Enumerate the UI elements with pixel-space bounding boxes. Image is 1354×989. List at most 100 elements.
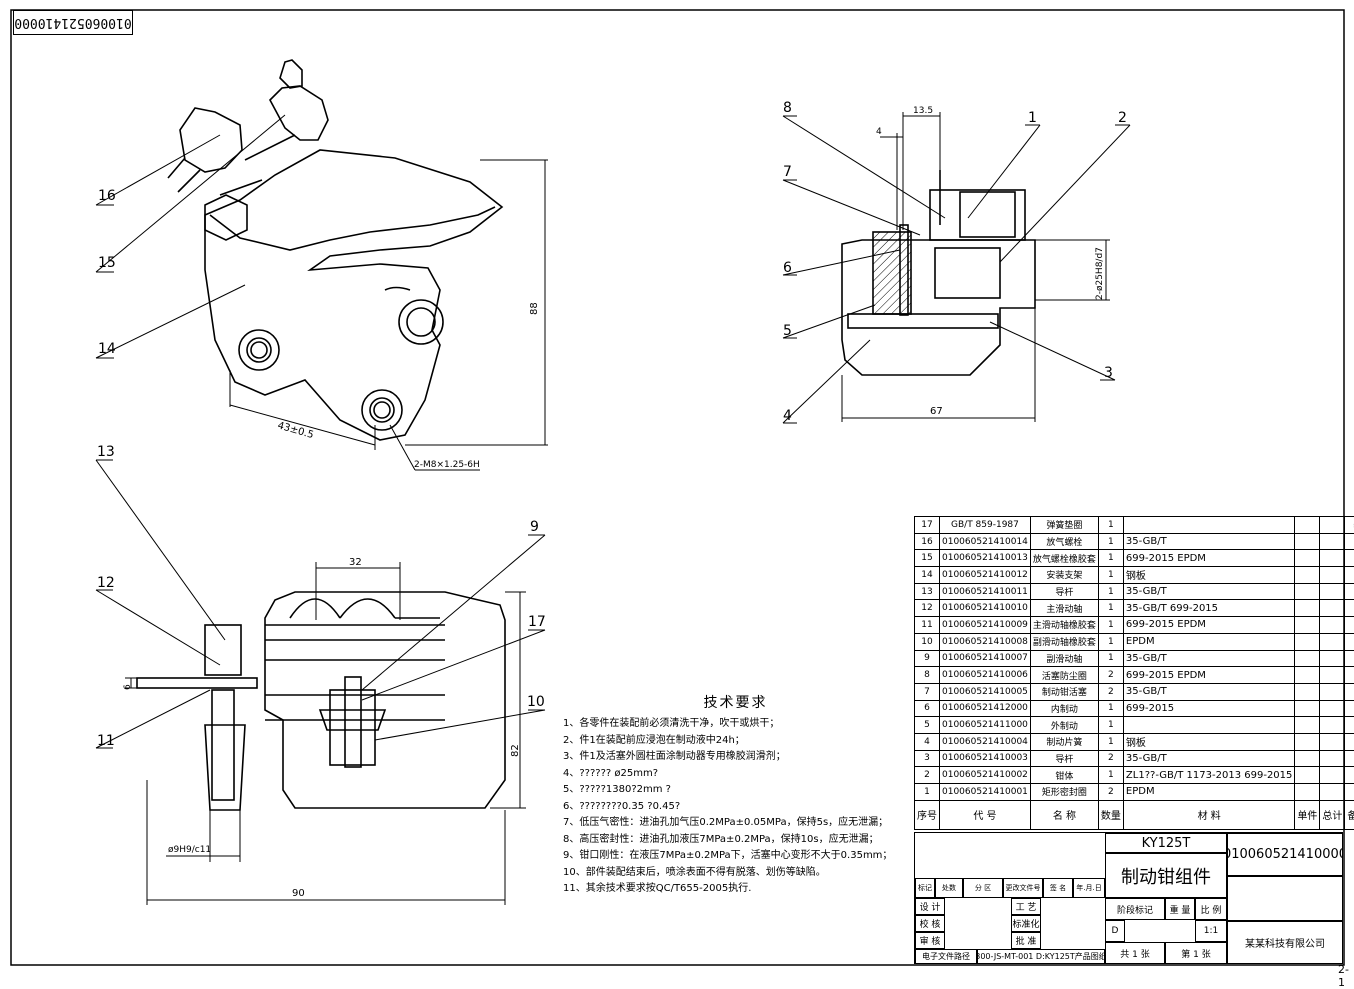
- rev-label: 标记: [915, 878, 935, 898]
- bom-cell-name: 主滑动轴橡胶套: [1030, 617, 1098, 634]
- bom-cell-mat: 35-GB/T: [1123, 683, 1294, 700]
- bom-cell-code: 010060521410007: [940, 650, 1031, 667]
- bom-cell-weight: [1320, 633, 1345, 650]
- sheets-total: 共 1 张: [1105, 942, 1165, 964]
- bom-cell-weight: [1320, 667, 1345, 684]
- bom-cell-name: 制动片簧: [1030, 733, 1098, 750]
- scale-value: 1:1: [1195, 920, 1227, 942]
- bom-cell-note: ø8: [1345, 517, 1354, 534]
- bom-cell-no: 3: [915, 750, 940, 767]
- bom-cell-weight: [1320, 567, 1345, 584]
- role-review: 审 核: [915, 932, 945, 949]
- bom-cell-mat: 699-2015 EPDM: [1123, 667, 1294, 684]
- bom-cell-no: 17: [915, 517, 940, 534]
- callout-2: 2: [1118, 110, 1127, 126]
- bom-cell-mat: [1123, 517, 1294, 534]
- bom-cell-no: 1: [915, 784, 940, 801]
- bom-cell-mat: 35-GB/T: [1123, 750, 1294, 767]
- leaders-view2: [783, 116, 1130, 423]
- bom-cell-weight: [1320, 600, 1345, 617]
- dim-88-label: 88: [529, 302, 540, 315]
- bom-cell-mat: 35-GB/T: [1123, 650, 1294, 667]
- dim-thread-label: 2-M8×1.25-6H: [414, 460, 480, 470]
- requirement-item: 10、部件装配结束后，喷涂表面不得有脱落、划伤等缺陷。: [563, 865, 908, 882]
- bom-cell-code: 010060521410001: [940, 784, 1031, 801]
- bom-cell-weight: [1295, 667, 1320, 684]
- role-approve: 批 准: [1011, 932, 1041, 949]
- bom-cell-qty: 2: [1098, 784, 1123, 801]
- role-design: 设 计: [915, 898, 945, 915]
- bom-cell-no: 12: [915, 600, 940, 617]
- bom-cell-weight: [1295, 717, 1320, 734]
- side-view: [168, 60, 502, 440]
- requirements-title: 技术要求: [563, 692, 908, 712]
- bom-header-note: 备 注: [1345, 800, 1354, 829]
- leaders-view3: [96, 460, 545, 748]
- bom-cell-qty: 1: [1098, 617, 1123, 634]
- bom-cell-note: [1345, 633, 1354, 650]
- bom-cell-no: 5: [915, 717, 940, 734]
- bom-cell-code: 010060521410006: [940, 667, 1031, 684]
- bom-cell-qty: 1: [1098, 733, 1123, 750]
- bom-cell-note: [1345, 717, 1354, 734]
- bom-cell-weight: [1295, 750, 1320, 767]
- callout-15: 15: [98, 255, 116, 271]
- bom-cell-weight: [1320, 733, 1345, 750]
- bom-cell-code: 010060521410002: [940, 767, 1031, 784]
- stage-label: 阶段标记: [1105, 898, 1165, 920]
- bom-cell-qty: 1: [1098, 633, 1123, 650]
- bom-cell-code: 010060521412000: [940, 700, 1031, 717]
- bom-cell-name: 弹簧垫圈: [1030, 517, 1098, 534]
- bom-cell-mat: EPDM: [1123, 784, 1294, 801]
- bom-cell-qty: 2: [1098, 683, 1123, 700]
- bom-cell-note: [1345, 650, 1354, 667]
- bom-cell-note: [1345, 700, 1354, 717]
- bom-cell-name: 外制动: [1030, 717, 1098, 734]
- bom-cell-weight: [1295, 533, 1320, 550]
- bom-cell-name: 放气螺栓: [1030, 533, 1098, 550]
- callout-13: 13: [97, 444, 115, 460]
- bom-cell-weight: [1295, 650, 1320, 667]
- callout-7: 7: [783, 164, 792, 180]
- bom-cell-note: [1345, 750, 1354, 767]
- bom-cell-no: 7: [915, 683, 940, 700]
- dim-67-label: 67: [930, 406, 943, 417]
- bom-cell-name: 钳体: [1030, 767, 1098, 784]
- requirement-item: 2、件1在装配前应浸泡在制动液中24h；: [563, 733, 908, 750]
- bom-cell-weight: [1320, 617, 1345, 634]
- bom-cell-note: [1345, 683, 1354, 700]
- rev-label: 处数: [935, 878, 963, 898]
- bom-cell-qty: 1: [1098, 767, 1123, 784]
- bom-cell-mat: ZL1??-GB/T 1173-2013 699-2015: [1123, 767, 1294, 784]
- bom-cell-weight: [1295, 633, 1320, 650]
- model-name: KY125T: [1105, 833, 1227, 853]
- bom-cell-weight: [1320, 700, 1345, 717]
- requirement-item: 3、件1及活塞外圆柱面涂制动器专用橡胶润滑剂；: [563, 749, 908, 766]
- bom-cell-weight: [1295, 733, 1320, 750]
- requirement-item: 8、高压密封性：进油孔加液压7MPa±0.2MPa，保持10s，应无泄漏；: [563, 832, 908, 849]
- bom-cell-mat: 699-2015 EPDM: [1123, 550, 1294, 567]
- bom-cell-name: 导杆: [1030, 750, 1098, 767]
- bom-cell-no: 4: [915, 733, 940, 750]
- bom-cell-no: 11: [915, 617, 940, 634]
- rotated-drawing-number: 010060521410000: [13, 10, 133, 35]
- bom-header-name: 名 称: [1030, 800, 1098, 829]
- drawing-number: 010060521410000: [1227, 833, 1343, 876]
- stage-value: D: [1105, 920, 1125, 942]
- dim-4-label: 4: [876, 127, 882, 137]
- bom-cell-code: 010060521411000: [940, 717, 1031, 734]
- bom-cell-weight: [1295, 683, 1320, 700]
- bom-cell-qty: 1: [1098, 533, 1123, 550]
- bom-cell-note: [1345, 733, 1354, 750]
- sheet-label: 2-1: [1338, 963, 1354, 989]
- dim-phi9-label: ø9H9/c11: [168, 845, 211, 855]
- bom-cell-name: 矩形密封圈: [1030, 784, 1098, 801]
- bom-cell-no: 15: [915, 550, 940, 567]
- bom-cell-weight: [1320, 650, 1345, 667]
- bom-cell-weight: [1295, 767, 1320, 784]
